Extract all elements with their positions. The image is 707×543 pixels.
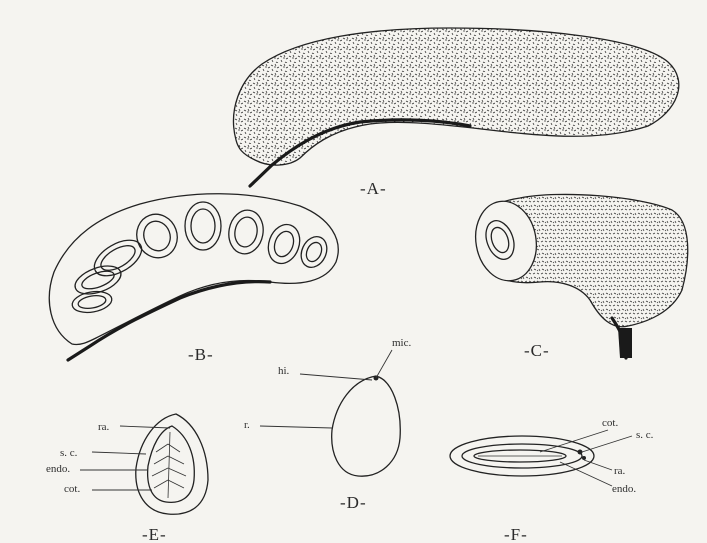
- figure-d-annot-mic: mic.: [392, 337, 411, 349]
- figure-e-annot-cot: cot.: [64, 483, 80, 495]
- figure-b-stalk: [68, 282, 270, 360]
- figure-c-label: -C-: [524, 341, 550, 360]
- figure-e-annot-sc: s. c.: [60, 447, 78, 459]
- figure-e-cotyledon-veins: [152, 432, 186, 498]
- figure-e-inner: [148, 426, 195, 502]
- figure-f-label: -F-: [504, 525, 528, 543]
- figure-e-annot-ra: ra.: [98, 421, 110, 433]
- figure-c-pod-cut-end: -C-: [470, 194, 688, 360]
- figure-d-annot-hi: hi.: [278, 365, 290, 377]
- figure-e-label: -E-: [142, 525, 167, 543]
- figure-a-pod-exterior: -A-: [234, 28, 679, 198]
- figure-f-annot-ra: ra.: [614, 465, 626, 477]
- figure-e-outer-coat: [136, 414, 208, 514]
- figure-f-annot-cot: cot.: [602, 417, 618, 429]
- figure-d-annot-r: r.: [244, 419, 250, 431]
- figure-f-seed-section: cot. s. c. ra. endo. -F-: [450, 417, 654, 543]
- figure-e-annot-endo: endo.: [46, 463, 70, 475]
- figure-d-seed-outline: [332, 376, 401, 476]
- figure-d-seed: mic. hi. r. -D-: [244, 337, 411, 512]
- figure-b-pod-section: -B-: [49, 194, 338, 364]
- figure-f-annot-sc: s. c.: [636, 429, 654, 441]
- figure-b-seeds: [71, 202, 332, 315]
- figure-e-seed-section: ra. s. c. endo. cot. -E-: [46, 414, 208, 543]
- figure-d-label: -D-: [340, 493, 367, 512]
- figure-b-label: -B-: [188, 345, 214, 364]
- figure-f-annot-endo: endo.: [612, 483, 636, 495]
- figure-a-label: -A-: [360, 179, 387, 198]
